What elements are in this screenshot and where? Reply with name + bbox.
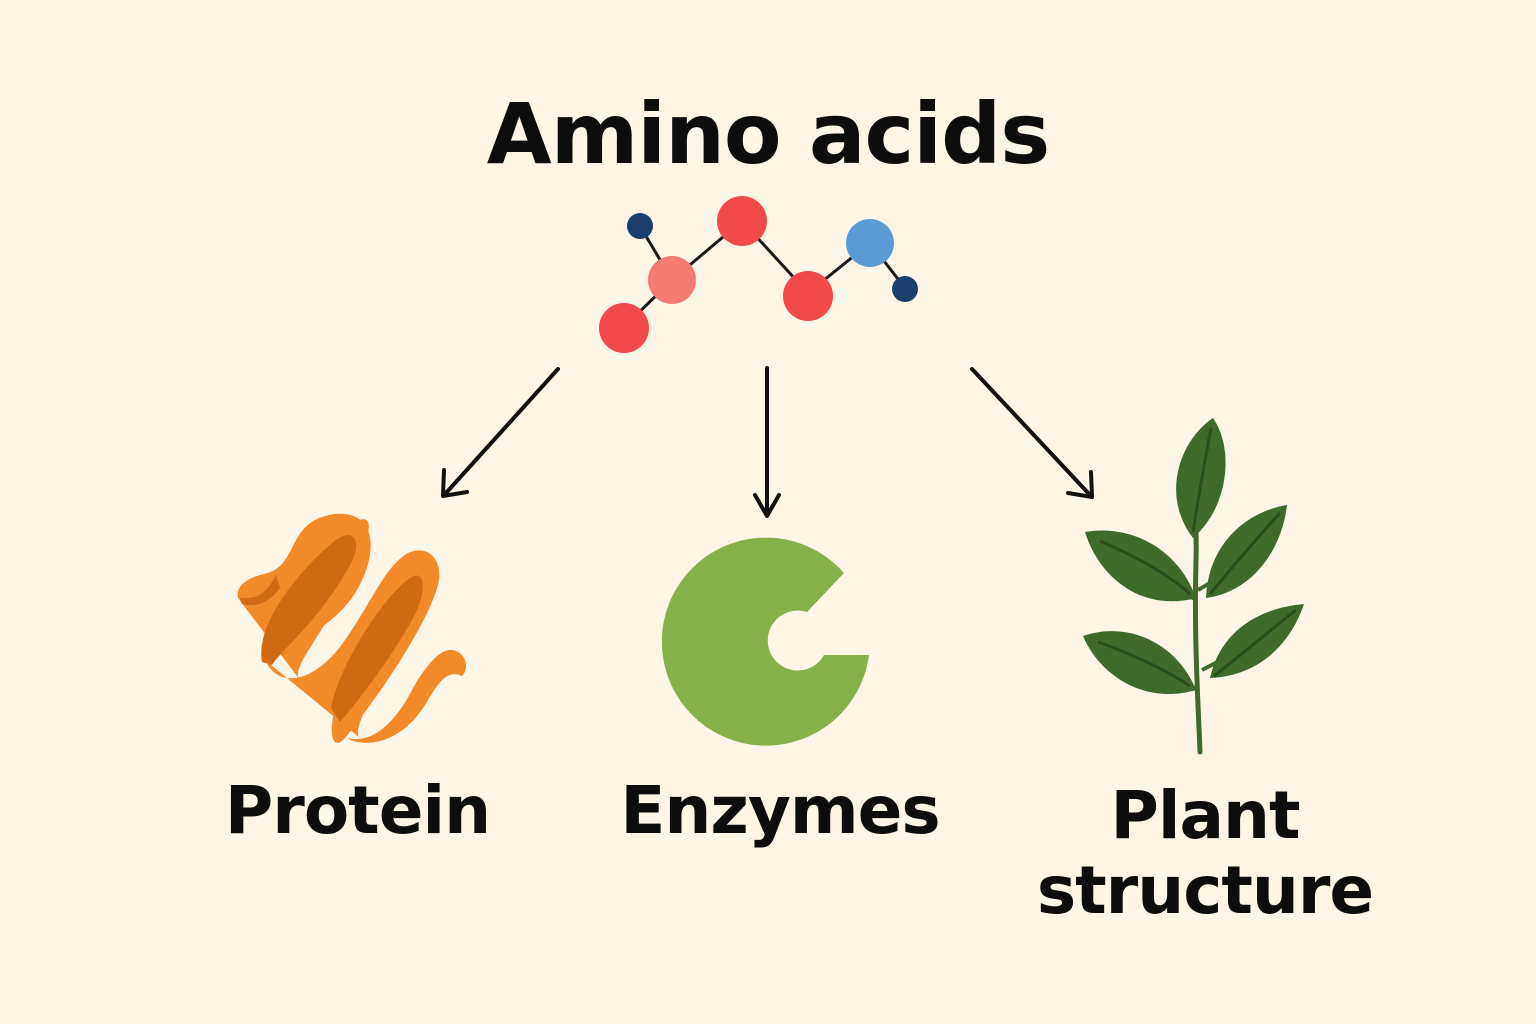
atom-red-middle xyxy=(783,271,833,321)
arrow-to-enzymes xyxy=(753,366,781,518)
protein-label: Protein xyxy=(224,772,491,849)
plant-icon xyxy=(1083,418,1304,755)
enzymes-label: Enzymes xyxy=(620,772,940,849)
diagram-title: Amino acids xyxy=(486,85,1050,183)
atom-red-bottom xyxy=(599,303,649,353)
enzyme-icon xyxy=(661,537,869,746)
plant-structure-label: Plant structure xyxy=(1036,777,1374,930)
atom-navy-left xyxy=(627,213,653,239)
atom-red-top xyxy=(717,196,767,246)
arrow-to-plant xyxy=(970,367,1094,499)
amino-acid-molecule-icon xyxy=(599,196,918,353)
atom-pink xyxy=(648,256,696,304)
arrow-to-protein xyxy=(441,367,560,498)
protein-helix-icon xyxy=(237,513,467,743)
atom-blue xyxy=(846,219,894,267)
atom-navy-right xyxy=(892,276,918,302)
